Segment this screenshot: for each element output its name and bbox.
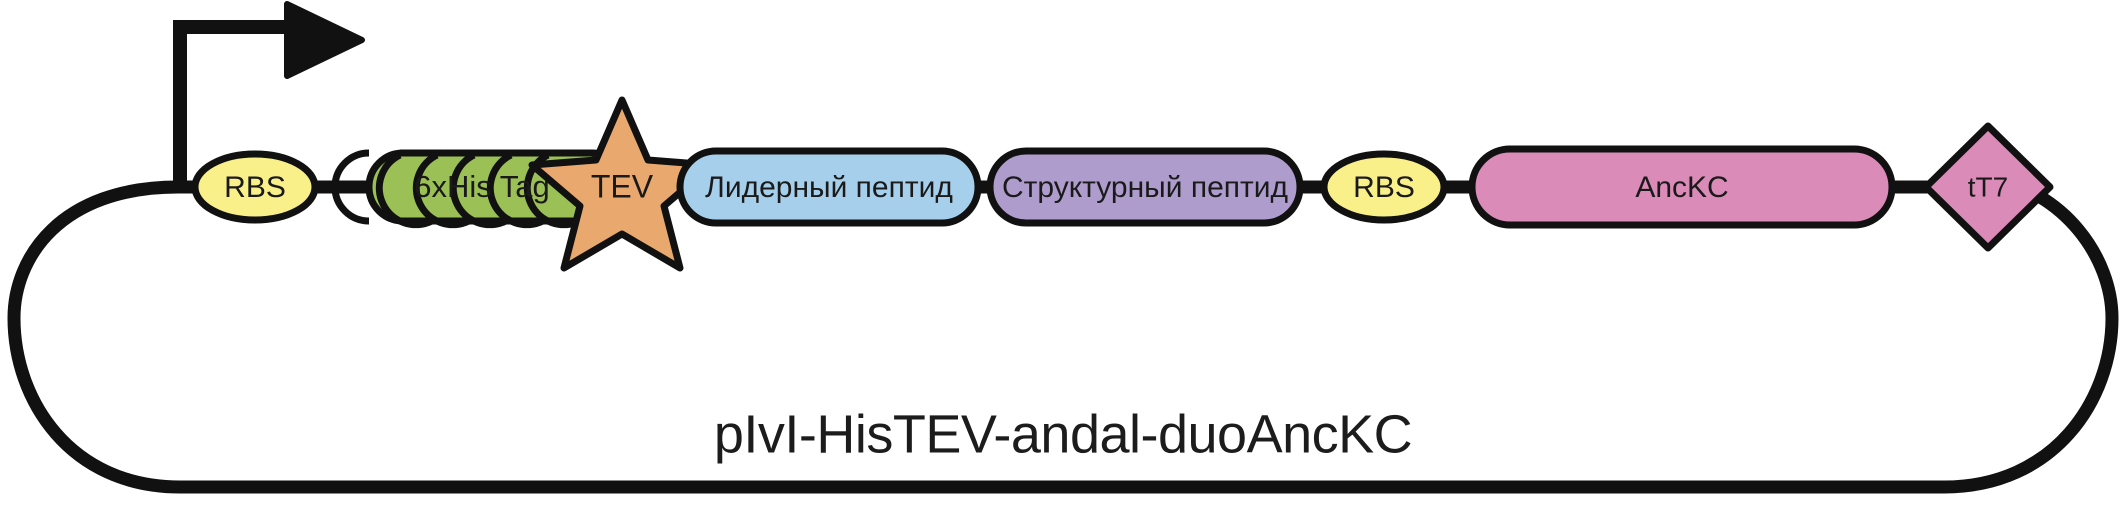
feature-label-leader-peptide: Лидерный пептид [705, 171, 953, 204]
plasmid-backbone [7, 171, 2119, 494]
feature-label-tt7: tT7 [1968, 171, 2008, 202]
feature-rbs-1[interactable]: RBS [191, 150, 319, 224]
feature-structural-peptide[interactable]: Структурный пептид [986, 147, 1304, 227]
promoter-arrow-icon[interactable] [173, 1, 365, 186]
feature-rbs-2[interactable]: RBS [1320, 150, 1448, 224]
feature-label-rbs-1: RBS [224, 171, 286, 204]
plasmid-name-label: pIvI-HisTEV-andal-duoAncKC [714, 404, 1412, 464]
feature-label-anckc: AncKC [1635, 171, 1728, 204]
feature-leader-peptide[interactable]: Лидерный пептид [676, 147, 982, 227]
feature-label-rbs-2: RBS [1353, 171, 1415, 204]
feature-anckc[interactable]: AncKC [1468, 145, 1896, 229]
feature-tt7[interactable]: tT7 [1922, 122, 2054, 252]
feature-label-structural-peptide: Структурный пептид [1002, 171, 1288, 204]
feature-label-his-tag: 6xHis Tag [414, 169, 550, 204]
feature-label-tev: TEV [591, 168, 654, 204]
